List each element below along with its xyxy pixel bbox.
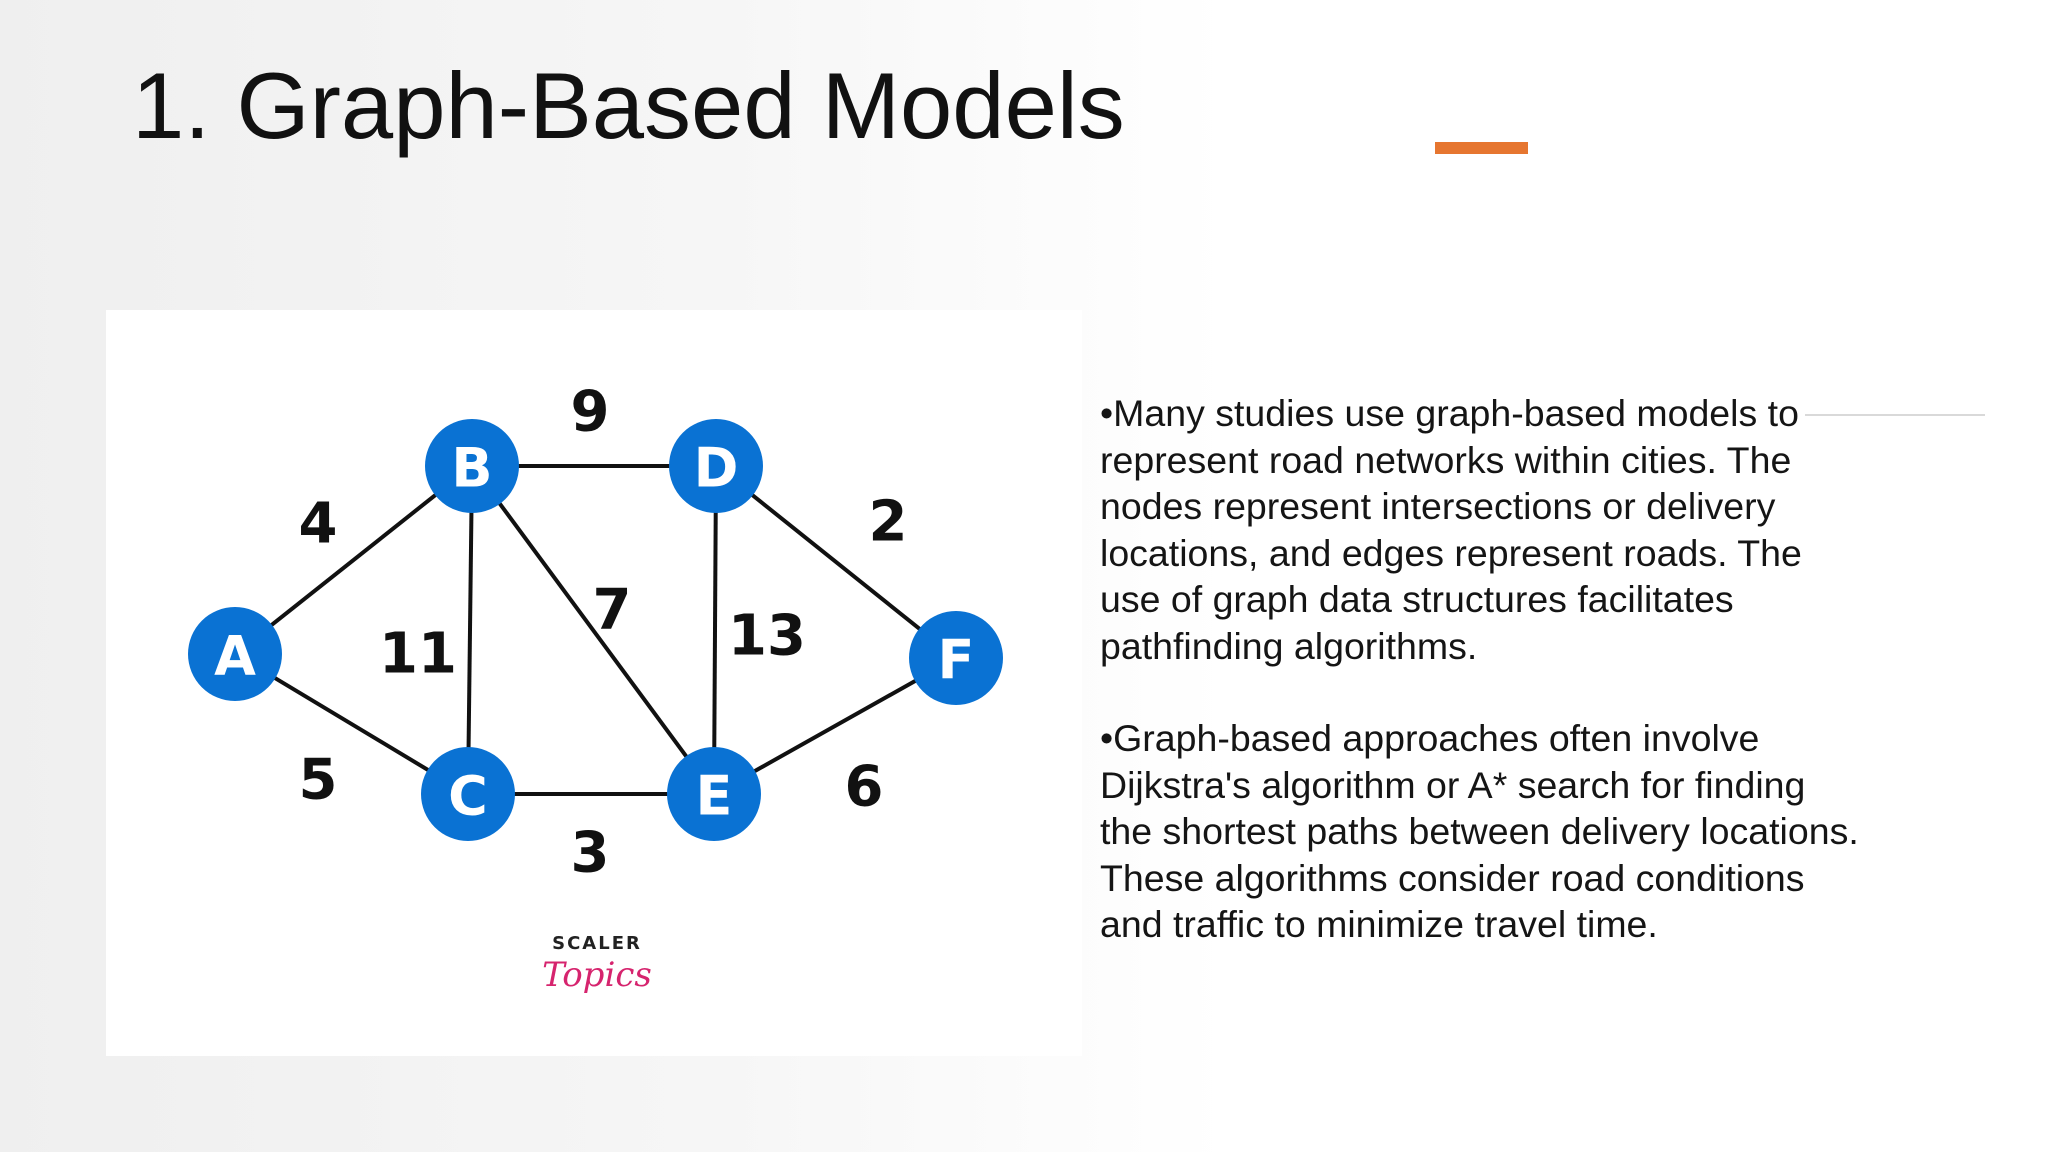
edge-weight-d-e: 13 [728, 604, 806, 669]
slide-title: 1. Graph-Based Models [132, 53, 1125, 158]
paragraph-graph-models: •Many studies use graph-based models to … [1100, 392, 1802, 667]
paragraph-pathfinding: •Graph-based approaches often involve Di… [1100, 717, 1859, 945]
edge-weight-b-d: 9 [571, 380, 610, 445]
node-a: A [188, 607, 282, 701]
edge-weight-a-c: 5 [299, 748, 338, 813]
accent-bar [1435, 142, 1528, 154]
text-block: •Many studies use graph-based models to … [1100, 390, 1860, 948]
edge-b-c [466, 465, 474, 795]
node-circle-e [667, 747, 761, 841]
node-b: B [425, 419, 519, 513]
logo-topics-text: Topics [542, 955, 652, 995]
edge-weight-c-e: 3 [571, 821, 610, 886]
edge-weight-b-e: 7 [593, 578, 632, 643]
figure-panel: 4 5 11 9 7 3 13 2 6 A B C D E F SCALER Topics [106, 310, 1082, 1056]
edge-weight-a-b: 4 [299, 492, 338, 557]
node-c: C [421, 747, 515, 841]
node-label-b: B [451, 437, 492, 500]
node-label-c: C [448, 765, 488, 828]
graph-diagram: 4 5 11 9 7 3 13 2 6 A B C D E F SCALER Topics [188, 380, 1003, 995]
node-circle-c [421, 747, 515, 841]
edge-a-b [233, 464, 474, 656]
edge-b-e [470, 464, 716, 796]
node-d: D [669, 419, 763, 513]
node-label-e: E [696, 765, 733, 828]
node-label-f: F [938, 629, 975, 692]
edge-weight-b-c: 11 [379, 622, 457, 687]
decorative-rule [1805, 414, 1985, 416]
logo-scaler-text: SCALER [552, 933, 642, 954]
edge-weight-d-f: 2 [869, 490, 908, 555]
node-label-a: A [214, 625, 256, 688]
node-f: F [909, 611, 1003, 705]
node-circle-f [909, 611, 1003, 705]
node-label-d: D [694, 437, 739, 500]
edge-d-e [712, 465, 718, 795]
node-circle-d [669, 419, 763, 513]
scaler-topics-logo: SCALER Topics [542, 933, 652, 995]
edge-weight-e-f: 6 [845, 755, 884, 820]
node-circle-b [425, 419, 519, 513]
node-e: E [667, 747, 761, 841]
node-circle-a [188, 607, 282, 701]
edge-d-f [714, 464, 958, 660]
